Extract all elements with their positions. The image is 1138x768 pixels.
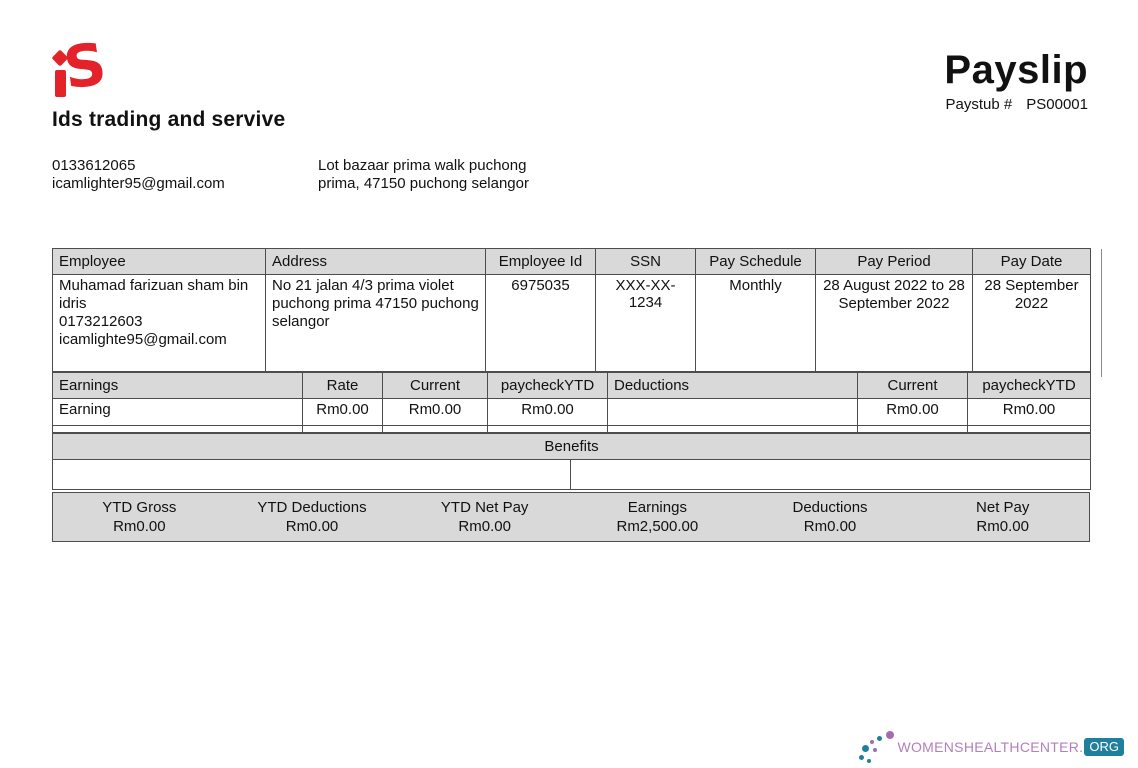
- summary-deductions: Deductions Rm0.00: [744, 498, 917, 536]
- summary-label: YTD Gross: [102, 499, 177, 516]
- summary-label: YTD Net Pay: [440, 499, 529, 516]
- cell-employee-id: 6975035: [485, 274, 596, 372]
- watermark: WOMENSHEALTHCENTER. ORG: [859, 730, 1124, 764]
- page-title: Payslip: [944, 48, 1088, 92]
- summary-ytd-net-pay: YTD Net Pay Rm0.00: [398, 498, 571, 536]
- employee-name: Muhamad farizuan sham bin idris: [59, 277, 249, 312]
- benefits-empty-row: [52, 459, 1092, 490]
- col-header-paycheck-ytd: paycheckYTD: [487, 372, 608, 399]
- summary-value: Rm0.00: [976, 518, 1029, 535]
- benefits-header: Benefits: [51, 433, 1092, 460]
- company-address: Lot bazaar prima walk puchong prima, 471…: [318, 157, 529, 193]
- summary-label: Earnings: [627, 499, 687, 516]
- summary-value: Rm0.00: [285, 518, 339, 535]
- cell-employee: Muhamad farizuan sham bin idris 01732126…: [52, 274, 266, 372]
- summary-label: YTD Deductions: [257, 499, 367, 516]
- company-email: icamlighter95@gmail.com: [52, 175, 225, 192]
- col-header-pay-period: Pay Period: [815, 248, 973, 275]
- employee-table-row: Muhamad farizuan sham bin idris 01732126…: [52, 274, 1091, 372]
- benefits-cell-right: [569, 459, 1092, 490]
- col-header-deductions-current: Current: [857, 372, 968, 399]
- col-header-pay-date: Pay Date: [972, 248, 1091, 275]
- benefits-header-row: Benefits: [51, 433, 1092, 460]
- company-phone: 0133612065: [52, 157, 136, 174]
- watermark-org-badge: ORG: [1084, 738, 1124, 756]
- logo-s-glyph: S: [59, 29, 111, 103]
- summary-net-pay: Net Pay Rm0.00: [916, 498, 1089, 536]
- employee-phone: 0173212603: [59, 313, 143, 330]
- summary-band: YTD Gross Rm0.00 YTD Deductions Rm0.00 Y…: [52, 492, 1090, 542]
- earnings-table: Earnings Rate Current paycheckYTD Deduct…: [52, 372, 1091, 433]
- employee-email: icamlighte95@gmail.com: [59, 331, 227, 348]
- col-header-employee: Employee: [52, 248, 266, 275]
- paystub-number-line: Paystub # PS00001: [946, 96, 1088, 113]
- col-header-rate: Rate: [302, 372, 383, 399]
- cell-rate: Rm0.00: [302, 398, 383, 426]
- col-header-employee-id: Employee Id: [485, 248, 596, 275]
- earnings-table-filler-row: [52, 425, 1091, 433]
- summary-value: Rm0.00: [803, 518, 857, 535]
- paystub-number: PS00001: [1026, 96, 1088, 113]
- company-logo-icon: S: [51, 29, 116, 104]
- watermark-text: WOMENSHEALTHCENTER.: [897, 739, 1084, 755]
- paystub-label: Paystub #: [945, 96, 1013, 113]
- summary-value: Rm2,500.00: [616, 518, 699, 535]
- summary-label: Deductions: [792, 499, 868, 516]
- cell-current: Rm0.00: [382, 398, 488, 426]
- benefits-table: Benefits: [51, 433, 1092, 490]
- employee-table-header-row: Employee Address Employee Id SSN Pay Sch…: [52, 248, 1091, 275]
- cell-ssn: XXX-XX-1234: [595, 274, 696, 372]
- summary-label: Net Pay: [976, 499, 1030, 516]
- col-header-pay-schedule: Pay Schedule: [695, 248, 816, 275]
- cell-paycheck-ytd: Rm0.00: [487, 398, 608, 426]
- summary-ytd-gross: YTD Gross Rm0.00: [53, 498, 226, 536]
- payslip-body: Employee Address Employee Id SSN Pay Sch…: [51, 248, 1102, 542]
- cell-deduction-paycheck-ytd: Rm0.00: [967, 398, 1091, 426]
- company-contact: 0133612065 icamlighter95@gmail.com: [52, 157, 225, 193]
- col-header-deductions: Deductions: [607, 372, 858, 399]
- benefits-cell-left: [52, 459, 571, 490]
- employee-table: Employee Address Employee Id SSN Pay Sch…: [52, 248, 1091, 372]
- col-header-address: Address: [265, 248, 486, 275]
- summary-ytd-deductions: YTD Deductions Rm0.00: [226, 498, 399, 536]
- cell-pay-date: 28 September 2022: [972, 274, 1091, 372]
- table-edge-line: [1101, 249, 1102, 377]
- logo-i-stem: [55, 70, 66, 97]
- company-address-line1: Lot bazaar prima walk puchong: [318, 157, 527, 174]
- summary-earnings: Earnings Rm2,500.00: [571, 498, 744, 536]
- company-address-line2: prima, 47150 puchong selangor: [318, 175, 529, 192]
- summary-value: Rm0.00: [113, 518, 166, 535]
- cell-pay-period: 28 August 2022 to 28 September 2022: [815, 274, 973, 372]
- cell-earning-name: Earning: [52, 398, 303, 426]
- cell-pay-schedule: Monthly: [695, 274, 816, 372]
- col-header-current: Current: [382, 372, 488, 399]
- col-header-earnings: Earnings: [52, 372, 303, 399]
- col-header-ssn: SSN: [595, 248, 696, 275]
- cell-deduction-current: Rm0.00: [857, 398, 968, 426]
- earnings-table-header-row: Earnings Rate Current paycheckYTD Deduct…: [52, 372, 1091, 399]
- company-name: Ids trading and servive: [52, 108, 286, 131]
- col-header-deductions-paycheck-ytd: paycheckYTD: [967, 372, 1091, 399]
- summary-value: Rm0.00: [458, 518, 511, 535]
- cell-address: No 21 jalan 4/3 prima violet puchong pri…: [265, 274, 486, 372]
- watermark-dots-icon: [859, 730, 895, 764]
- earnings-table-row: Earning Rm0.00 Rm0.00 Rm0.00 Rm0.00 Rm0.…: [52, 398, 1091, 426]
- cell-deduction-name: [607, 398, 858, 426]
